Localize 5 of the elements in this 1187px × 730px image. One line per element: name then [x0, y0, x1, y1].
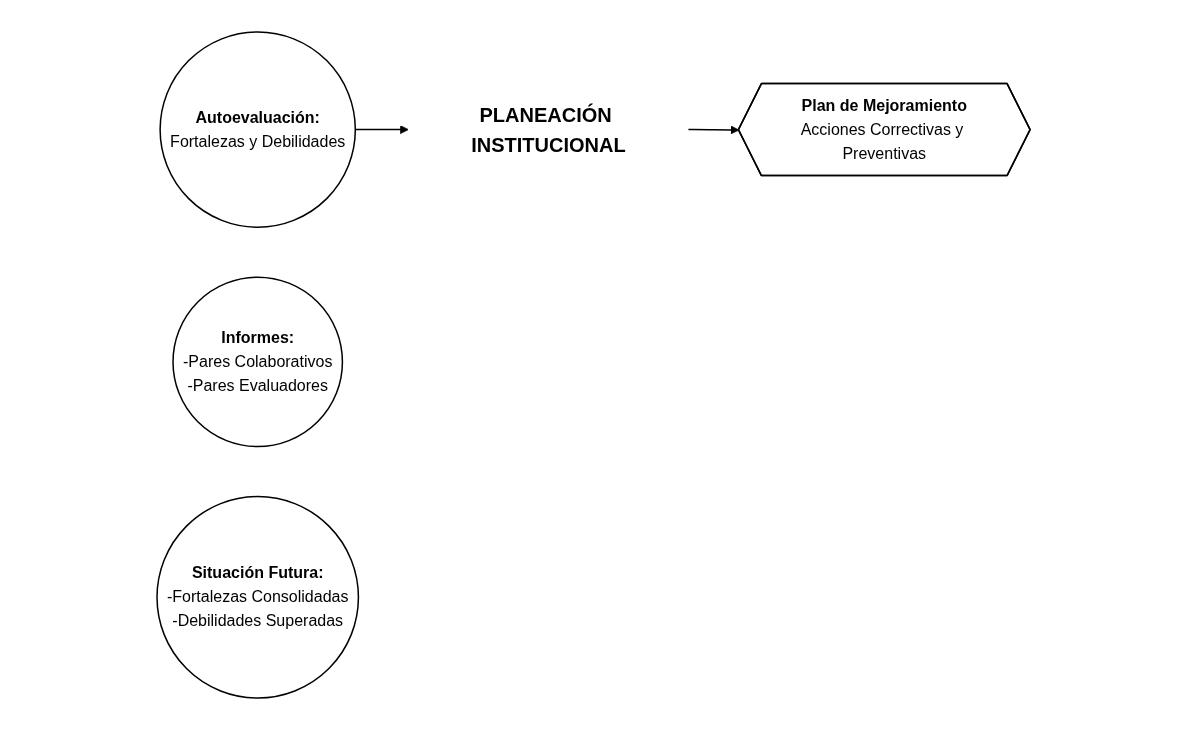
node-circle: Informes: -Pares Colaborativos -Pares Evaluadores: [172, 276, 344, 448]
node-text: PLANEACIÓN INSTITUCIONAL: [471, 103, 626, 156]
arrow: [687, 125, 740, 135]
node-circle: Autoevaluación: Fortalezas y Debilidades: [159, 31, 356, 228]
node-circle: Situación Futura: -Fortalezas Consolidadas -Debilidades Superadas: [156, 495, 360, 699]
